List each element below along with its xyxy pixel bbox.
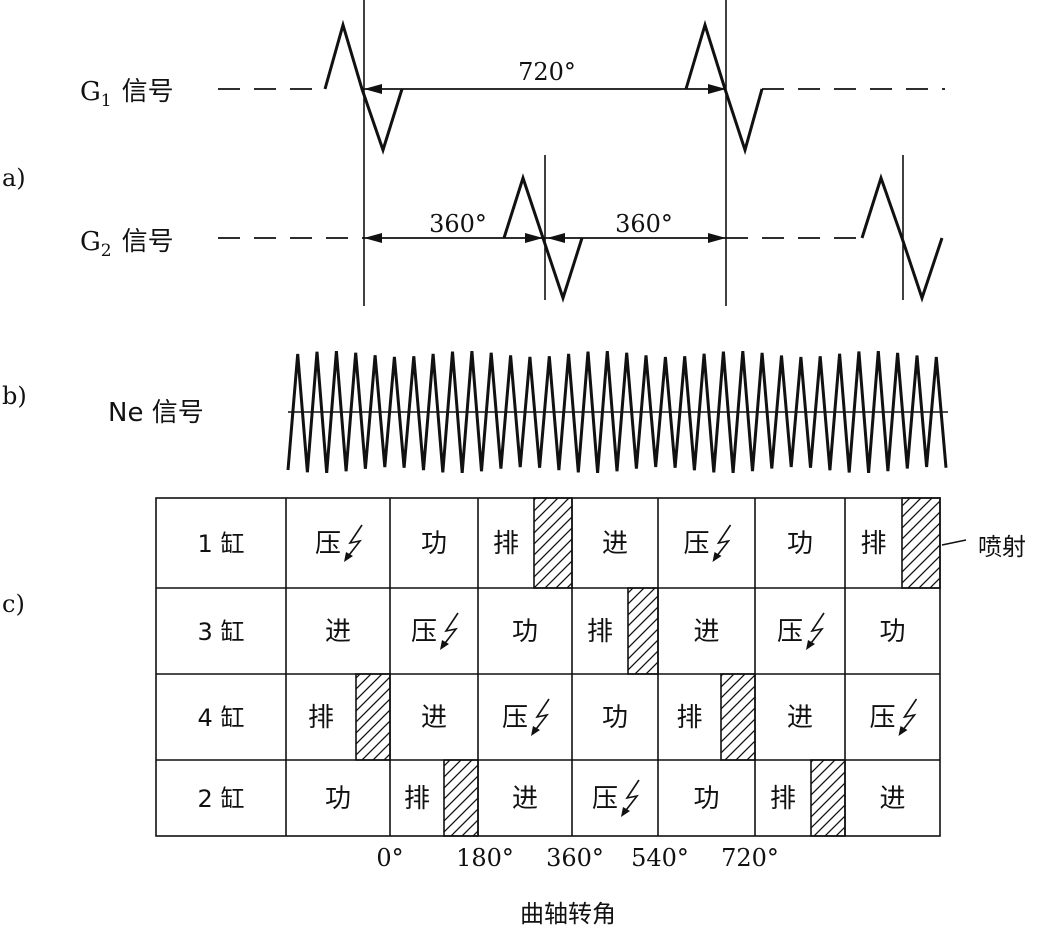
- g1-arrow-right: [708, 84, 726, 94]
- x-tick-label: 360°: [546, 844, 604, 872]
- spark-icon: [806, 612, 825, 650]
- stroke-cell-label: 压: [869, 703, 895, 733]
- ne-pulse-train: [286, 350, 948, 474]
- stroke-cell-label: 进: [512, 784, 538, 814]
- g2-arrow-a: [364, 233, 382, 243]
- x-tick-label: 720°: [721, 844, 779, 872]
- spark-icon: [440, 612, 459, 650]
- stroke-cell-label: 排: [676, 703, 702, 733]
- stroke-cell-label: 排: [770, 784, 796, 814]
- stroke-cell-label: 功: [693, 784, 719, 814]
- ne-signal-row: Ne 信号: [108, 350, 948, 474]
- stroke-cell-label: 压: [777, 617, 803, 647]
- spark-icon: [712, 524, 732, 562]
- injection-hatch-icon: [533, 497, 573, 589]
- part-label-c: c): [2, 590, 25, 618]
- stroke-cell-label: 压: [315, 529, 341, 559]
- stroke-cell-label: 进: [325, 617, 351, 647]
- g2-interval-right-label: 360°: [615, 210, 673, 238]
- stroke-cell-label: 进: [693, 617, 719, 647]
- stroke-cell-label: 功: [602, 703, 628, 733]
- x-tick-label: 0°: [376, 844, 403, 872]
- stroke-cell-label: 功: [879, 617, 905, 647]
- g2-pulse-2: [860, 173, 944, 303]
- injection-hatch-icon: [443, 759, 479, 837]
- stroke-cell-label: 进: [602, 529, 628, 559]
- stroke-cell-label: 进: [879, 784, 905, 814]
- stroke-cell-label: 功: [512, 617, 538, 647]
- injection-callout-line: [941, 539, 967, 546]
- stroke-cell-label: 排: [587, 617, 613, 647]
- cylinder-label: 4 缸: [198, 704, 245, 732]
- g1-arrow-left: [364, 84, 382, 94]
- injection-hatch-icon: [627, 587, 659, 675]
- cylinder-timing-table: 1 缸压功排进压功排3 缸进压功排进压功4 缸排进压功排进压2 缸功排进压功排进: [155, 497, 941, 837]
- stroke-cell-label: 压: [411, 617, 437, 647]
- crank-angle-axis: 曲轴转角 0° 180° 360° 540° 720°: [376, 844, 779, 928]
- g1-pulse-2: [684, 19, 764, 156]
- stroke-cell-label: 功: [421, 529, 447, 559]
- stroke-cell-label: 压: [592, 784, 618, 814]
- stroke-cell-label: 进: [787, 703, 813, 733]
- g2-arrow-c: [547, 233, 565, 243]
- injection-hatch-icon: [901, 497, 941, 589]
- stroke-cell-label: 压: [502, 703, 528, 733]
- injection-label: 喷射: [978, 533, 1026, 561]
- part-label-a: a): [2, 164, 26, 192]
- ne-signal-label: Ne 信号: [108, 398, 204, 428]
- cylinder-label: 3 缸: [198, 618, 245, 646]
- x-tick-label: 540°: [631, 844, 689, 872]
- stroke-cell-label: 排: [493, 529, 519, 559]
- spark-icon: [344, 524, 363, 562]
- g2-arrow-b: [525, 233, 543, 243]
- g1-interval-label: 720°: [518, 58, 576, 86]
- stroke-cell-label: 排: [404, 784, 430, 814]
- spark-icon: [621, 779, 640, 817]
- part-label-b: b): [2, 382, 27, 410]
- g2-interval-left-label: 360°: [429, 210, 487, 238]
- injection-hatch-icon: [355, 673, 391, 761]
- g1-pulse-1: [323, 19, 404, 155]
- spark-icon: [531, 698, 550, 736]
- stroke-cell-label: 功: [787, 529, 813, 559]
- stroke-cell-label: 排: [308, 703, 334, 733]
- stroke-cell-label: 排: [860, 529, 886, 559]
- stroke-cell-label: 进: [421, 703, 447, 733]
- g2-arrow-d: [708, 233, 726, 243]
- cylinder-label: 1 缸: [198, 530, 245, 558]
- stroke-cell-label: 压: [683, 529, 709, 559]
- spark-icon: [898, 698, 918, 736]
- x-tick-label: 180°: [456, 844, 514, 872]
- stroke-cell-label: 功: [325, 784, 351, 814]
- injection-hatch-icon: [720, 673, 756, 761]
- injection-hatch-icon: [810, 759, 846, 837]
- x-axis-label: 曲轴转角: [520, 900, 616, 928]
- cylinder-label: 2 缸: [198, 785, 245, 813]
